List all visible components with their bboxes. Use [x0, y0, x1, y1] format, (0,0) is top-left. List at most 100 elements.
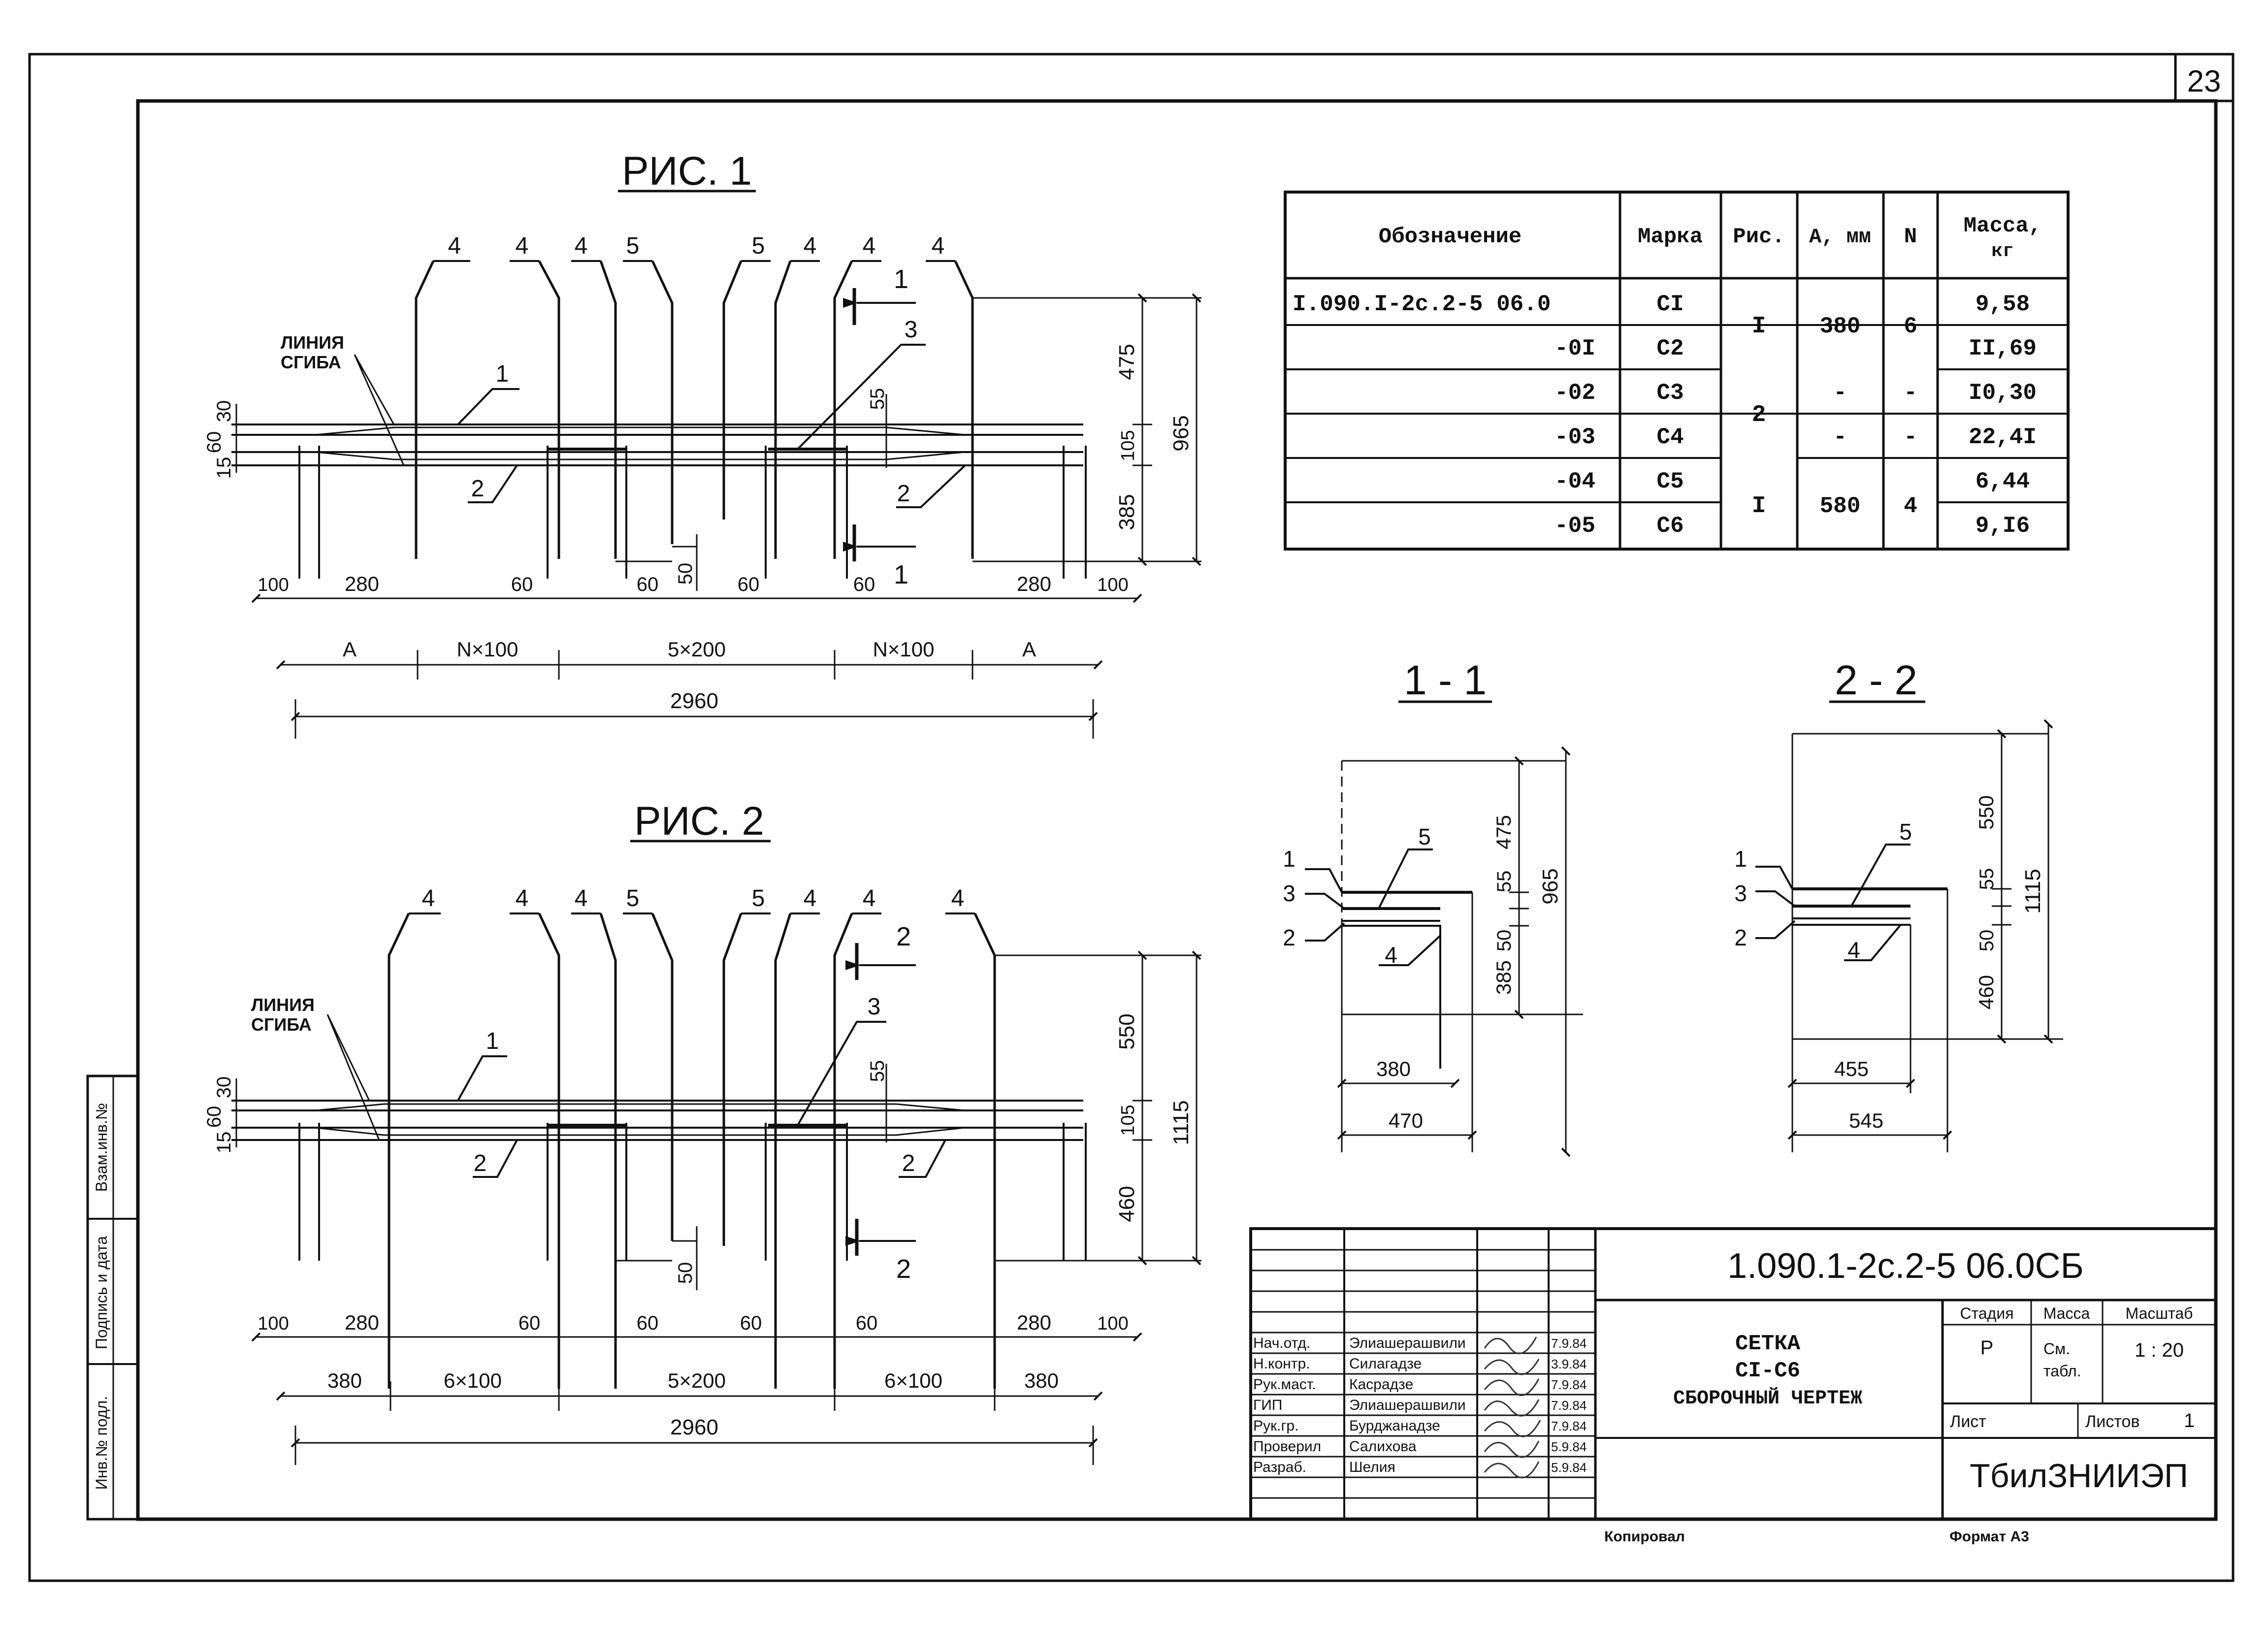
svg-text:100: 100 [258, 575, 289, 595]
svg-text:3.9.84: 3.9.84 [1551, 1357, 1587, 1371]
title-block: 1.090.1-2с.2-5 06.0СБ СЕТКА CI-C6 СБОРОЧ… [1249, 1227, 2217, 1521]
fig2-mid-dims: 55 50 [675, 1060, 888, 1290]
svg-text:50: 50 [1493, 930, 1515, 952]
svg-text:5×200: 5×200 [668, 1369, 726, 1392]
svg-text:-05: -05 [1555, 513, 1595, 539]
svg-text:1: 1 [894, 560, 908, 589]
svg-text:кг: кг [1991, 241, 2014, 262]
footer-format: Формат А3 [1949, 1529, 2029, 1545]
svg-text:4: 4 [1847, 937, 1860, 963]
fig1-right-dims: 475 105 385 965 [1115, 293, 1201, 566]
svg-text:60: 60 [511, 574, 533, 595]
svg-text:7.9.84: 7.9.84 [1551, 1377, 1587, 1392]
svg-text:5: 5 [1418, 824, 1431, 849]
svg-text:C3: C3 [1656, 380, 1684, 406]
svg-text:2: 2 [1752, 402, 1766, 428]
figure-1: РИС. 1 [203, 149, 1201, 739]
signature-row: Рук.маст. Касрадзе 7.9.84 [1253, 1376, 1587, 1397]
svg-text:545: 545 [1849, 1109, 1883, 1132]
svg-text:385: 385 [1492, 960, 1515, 995]
mark-1: 1 [457, 1028, 507, 1101]
mark-2: 2 2 [468, 464, 966, 508]
svg-text:3: 3 [1734, 880, 1747, 906]
svg-text:Масса: Масса [2043, 1304, 2090, 1322]
spec-table-row: -05 C6 9,I6 [1555, 513, 2030, 539]
section-1-marks: 1 3 2 5 4 [1283, 824, 1441, 968]
section-2-marks: 1 3 2 5 4 [1734, 819, 1912, 963]
fig2-right-dims: 550 105 460 1115 [1115, 950, 1201, 1266]
fig1-mesh [231, 260, 1201, 579]
mark-3: 3 [797, 994, 886, 1126]
svg-text:5: 5 [1899, 819, 1912, 845]
svg-text:Бурджанадзе: Бурджанадзе [1349, 1418, 1440, 1434]
svg-text:280: 280 [345, 1311, 379, 1334]
svg-text:2: 2 [896, 922, 911, 951]
svg-text:380: 380 [1024, 1369, 1059, 1392]
mark-2: 2 2 [473, 1140, 946, 1178]
svg-text:C2: C2 [1656, 336, 1684, 361]
svg-text:-02: -02 [1555, 380, 1595, 406]
svg-text:9,I6: 9,I6 [1976, 513, 2030, 539]
svg-text:6,44: 6,44 [1976, 469, 2030, 494]
svg-text:Рук.маст.: Рук.маст. [1253, 1376, 1316, 1393]
svg-text:2: 2 [471, 476, 485, 502]
svg-text:100: 100 [258, 1313, 289, 1334]
svg-text:1115: 1115 [2021, 869, 2045, 913]
svg-text:2: 2 [902, 1150, 915, 1176]
svg-text:Масштаб: Масштаб [2126, 1304, 2193, 1322]
document-name: СЕТКА CI-C6 СБОРОЧНЫЙ ЧЕРТЕЖ [1673, 1332, 1862, 1410]
svg-text:Силагадзе: Силагадзе [1349, 1356, 1422, 1372]
svg-text:965: 965 [1538, 868, 1562, 904]
spec-table-group: I 380 6 [1752, 313, 1917, 340]
svg-text:105: 105 [1118, 1105, 1138, 1136]
svg-text:7.9.84: 7.9.84 [1551, 1419, 1587, 1433]
svg-text:4: 4 [804, 233, 817, 259]
svg-text:1: 1 [486, 1028, 499, 1054]
bend-line-label: ЛИНИЯ СГИБА [281, 332, 405, 466]
svg-text:7.9.84: 7.9.84 [1551, 1398, 1587, 1413]
svg-text:60: 60 [203, 1106, 225, 1128]
svg-text:5: 5 [626, 233, 640, 259]
svg-text:Шелия: Шелия [1349, 1459, 1395, 1475]
svg-text:См.: См. [2043, 1340, 2070, 1358]
svg-text:55: 55 [1493, 871, 1515, 893]
figure-2: РИС. 2 [203, 799, 1201, 1465]
svg-text:15: 15 [213, 457, 235, 479]
svg-text:2: 2 [1283, 925, 1296, 950]
svg-text:380: 380 [1820, 314, 1861, 339]
stage-value: Р [1980, 1337, 1994, 1359]
section-1-title: 1 - 1 [1404, 657, 1487, 703]
svg-text:5.9.84: 5.9.84 [1551, 1460, 1587, 1475]
svg-text:60: 60 [740, 1312, 762, 1334]
svg-text:ГИП: ГИП [1253, 1397, 1282, 1413]
fig2-left-dims: 30 60 15 [203, 1076, 237, 1153]
svg-text:4: 4 [1385, 942, 1397, 968]
spec-table-row: -02 C3 I0,30 [1555, 380, 2037, 406]
svg-text:50: 50 [675, 563, 696, 585]
svg-text:ЛИНИЯ: ЛИНИЯ [281, 332, 344, 353]
mark-3: 3 [797, 317, 926, 450]
signature-row: Рук.гр. Бурджанадзе 7.9.84 [1253, 1418, 1587, 1437]
svg-text:C6: C6 [1656, 513, 1684, 539]
svg-text:Нач.отд.: Нач.отд. [1253, 1335, 1310, 1351]
mark-4: 4 4 4 4 4 4 [409, 885, 975, 914]
side-stamp: Взам.инв.№ Подпись и дата Инв.№ подл. [86, 1074, 139, 1521]
outer-frame: 23 [28, 53, 2235, 1582]
svg-text:4: 4 [863, 233, 876, 259]
svg-text:475: 475 [1492, 815, 1515, 849]
svg-text:3: 3 [905, 317, 918, 343]
svg-text:2: 2 [1734, 925, 1747, 950]
svg-text:4: 4 [575, 233, 588, 259]
svg-text:22,4I: 22,4I [1969, 424, 2037, 450]
svg-text:5.9.84: 5.9.84 [1551, 1439, 1587, 1454]
svg-text:-04: -04 [1555, 469, 1595, 494]
svg-text:30: 30 [213, 400, 235, 423]
section-1-1: 1 - 1 475 55 50 385 965 380 470 1 3 2 [1283, 657, 1583, 1157]
svg-text:475: 475 [1115, 344, 1139, 380]
stamp-sign-date: Подпись и дата [93, 1236, 110, 1349]
svg-text:3: 3 [868, 994, 881, 1020]
section-2-2: 2 - 2 550 55 50 460 1115 455 545 1 3 2 [1734, 657, 2063, 1152]
bend-line-label: ЛИНИЯ СГИБА [251, 995, 380, 1140]
svg-text:6×100: 6×100 [884, 1369, 942, 1392]
fig1-bottom-dims: 100 280 60 60 60 60 280 100 A N×100 5×20… [251, 572, 1142, 739]
